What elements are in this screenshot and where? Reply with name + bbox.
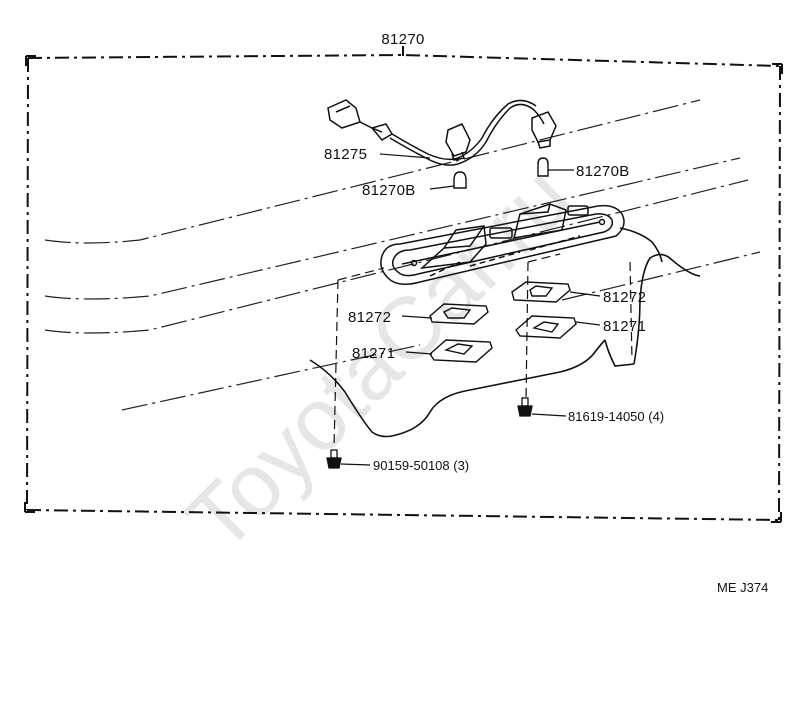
lens-parts (429, 281, 577, 363)
screws (326, 397, 533, 469)
label-assembly: 81270 (381, 31, 424, 48)
label-socket-wire: 81275 (324, 146, 367, 163)
label-lens-left: 81271 (352, 345, 395, 362)
figure-code: ME J374 (717, 580, 768, 595)
mounting-guides (333, 253, 633, 449)
label-lens-right: 81271 (603, 318, 646, 335)
leader-lines (340, 153, 601, 466)
label-gasket-right: 81272 (603, 289, 646, 306)
garnish-outline (44, 99, 761, 411)
part-labels: 81270 81275 81270B 81270B 81272 81271 81… (324, 31, 768, 595)
label-screw-left: 90159-50108 (3) (373, 458, 469, 473)
assembly-frame (24, 46, 783, 523)
label-gasket-left: 81272 (348, 309, 391, 326)
bulbs (453, 157, 549, 189)
socket-wire-assembly (327, 99, 557, 166)
lamp-housing (380, 203, 625, 285)
label-bulb-right: 81270B (576, 163, 630, 180)
label-bulb-left: 81270B (362, 182, 416, 199)
garnish-body (309, 227, 701, 438)
label-screw-right: 81619-14050 (4) (568, 409, 664, 424)
